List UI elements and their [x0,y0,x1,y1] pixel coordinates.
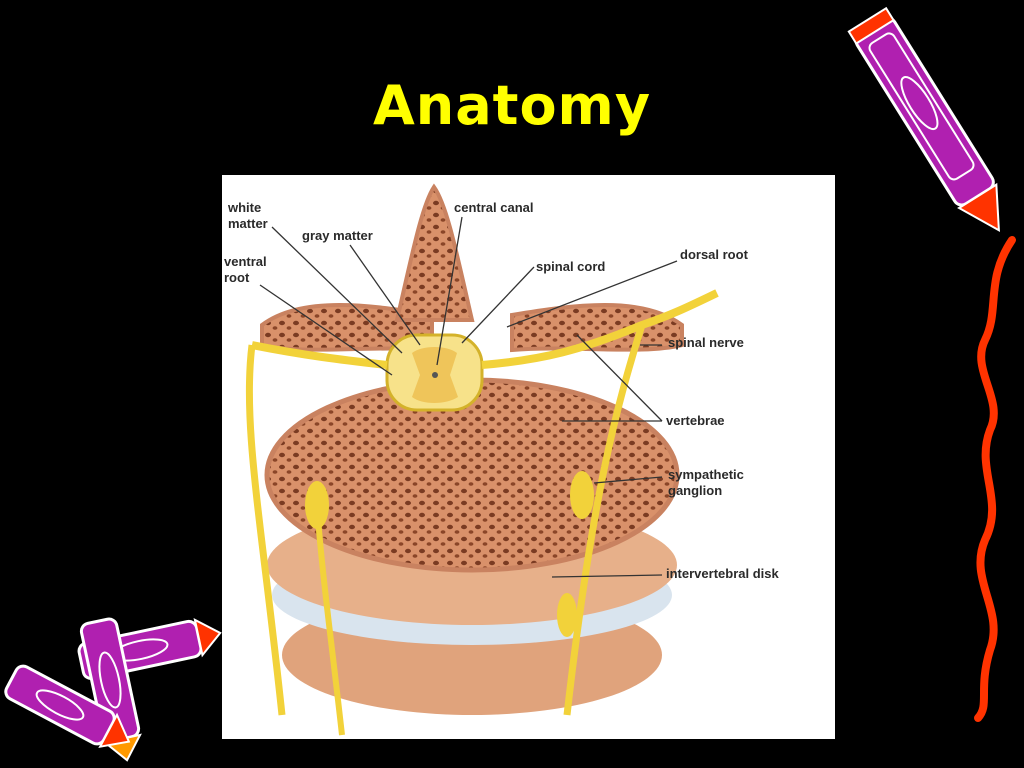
label-sympathetic-ganglion: sympathetic ganglion [668,467,744,498]
label-spinal-cord: spinal cord [536,259,606,274]
label-central-canal: central canal [454,200,534,215]
label-dorsal-root: dorsal root [680,247,748,262]
label-intervertebral-disk: intervertebral disk [666,566,779,581]
label-white-matter: white matter [228,200,268,231]
spinal-anatomy-figure: white matter gray matter central canal v… [222,175,835,739]
slide-title: Anatomy [372,74,652,137]
label-gray-matter: gray matter [302,228,373,243]
label-spinal-nerve: spinal nerve [668,335,744,350]
label-vertebrae: vertebrae [666,413,725,428]
spine-illustration [245,183,719,736]
label-ventral-root: ventral root [224,254,267,285]
